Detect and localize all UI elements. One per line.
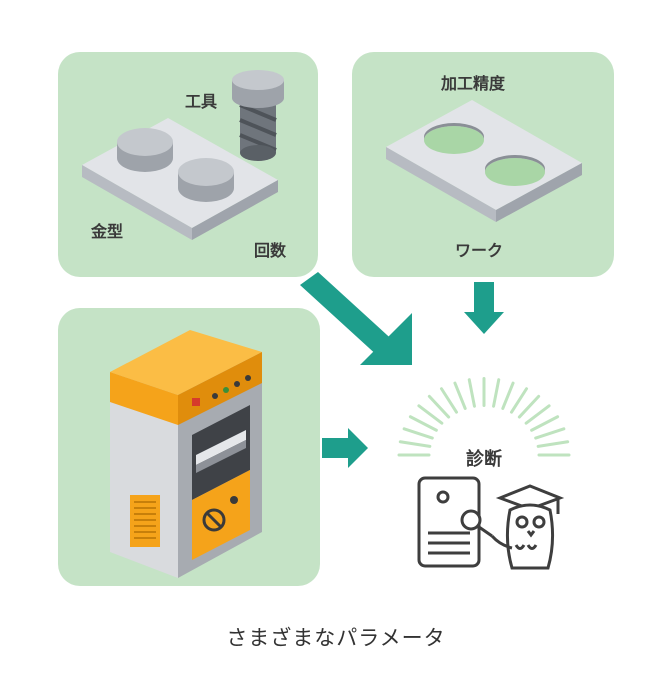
document-icon bbox=[417, 476, 481, 568]
ray-line bbox=[534, 427, 566, 440]
ray-line bbox=[536, 440, 570, 448]
diagnosis-label: 診断 bbox=[466, 449, 502, 470]
tool-label: 工具 bbox=[185, 92, 218, 111]
ray-line bbox=[492, 378, 501, 408]
die-label: 金型 bbox=[91, 222, 124, 241]
ray-line bbox=[453, 381, 467, 410]
ray-line bbox=[501, 381, 515, 410]
ray-line bbox=[417, 404, 444, 425]
workpiece-plate-icon bbox=[386, 100, 582, 222]
ray-line bbox=[427, 394, 451, 419]
magnifier-icon bbox=[460, 509, 493, 538]
ray-line bbox=[517, 394, 541, 419]
radiating-lines-icon bbox=[397, 377, 571, 457]
ray-line bbox=[467, 378, 476, 408]
ray-line bbox=[402, 427, 434, 440]
owl-graduate-icon bbox=[490, 484, 565, 570]
ray-line bbox=[510, 387, 528, 414]
die-plate-icon bbox=[82, 118, 278, 240]
page-caption: さまざまなパラメータ bbox=[226, 626, 446, 650]
arrow-tooling-to-diagnosis bbox=[300, 272, 412, 365]
work-label: ワーク bbox=[455, 241, 504, 260]
press-machine-icon bbox=[110, 330, 262, 578]
ray-line bbox=[530, 415, 560, 432]
arrow-machine-to-diagnosis bbox=[322, 428, 368, 468]
arrow-workpiece-to-diagnosis bbox=[464, 282, 504, 334]
ray-line bbox=[398, 440, 432, 448]
ray-line bbox=[524, 404, 551, 425]
ray-line bbox=[440, 387, 458, 414]
count-label: 回数 bbox=[254, 241, 287, 260]
tool-icon bbox=[232, 70, 284, 161]
ray-line bbox=[408, 415, 438, 432]
precision-label: 加工精度 bbox=[441, 74, 506, 93]
